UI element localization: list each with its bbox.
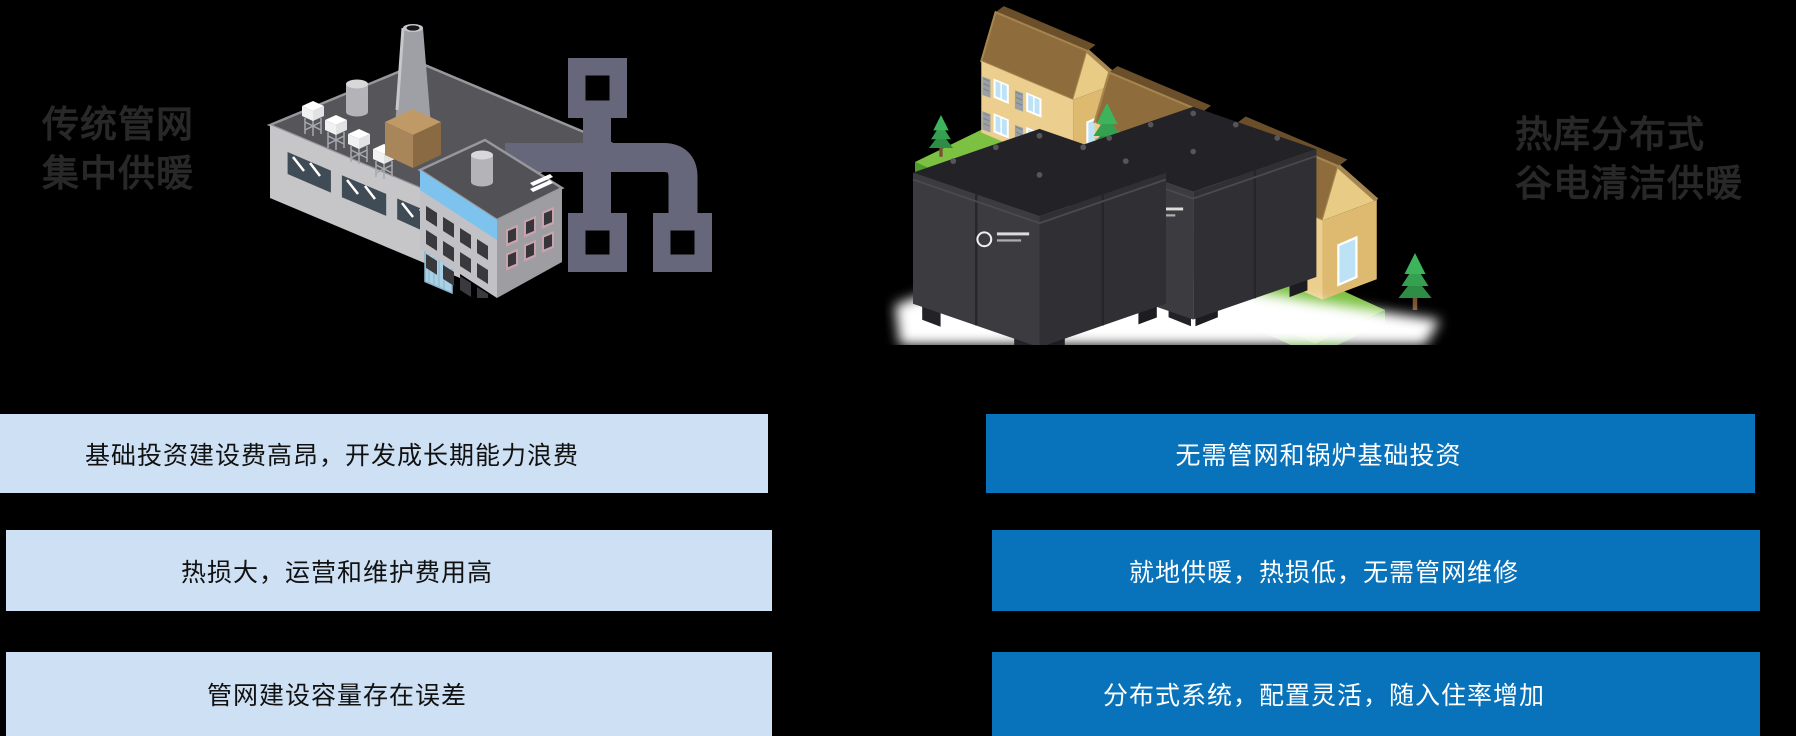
- right-point-box-1: 无需管网和锅炉基础投资: [986, 414, 1755, 493]
- right-title-line-2: 谷电清洁供暖: [1515, 162, 1743, 205]
- factory-illustration: [266, 24, 712, 298]
- chimney: [385, 24, 441, 168]
- right-point-box-3: 分布式系统，配置灵活，随入住率增加: [992, 652, 1760, 736]
- left-point-box-1: 基础投资建设费高昂，开发成长期能力浪费: [0, 414, 768, 493]
- right-point-text-2: 就地供暖，热损低，无需管网维修: [1128, 557, 1519, 587]
- left-point-text-2: 热损大，运营和维护费用高: [180, 557, 493, 587]
- left-point-box-3: 管网建设容量存在误差: [6, 652, 772, 736]
- left-section-title: 传统管网 集中供暖: [42, 100, 194, 198]
- heat-storage-cabinet-front: [911, 127, 1168, 345]
- plant-tall-building: [417, 138, 565, 298]
- right-point-text-1: 无需管网和锅炉基础投资: [1175, 440, 1462, 470]
- left-point-text-3: 管网建设容量存在误差: [206, 681, 467, 710]
- left-point-box-2: 热损大，运营和维护费用高: [6, 530, 772, 611]
- left-title-line-1: 传统管网: [42, 103, 194, 146]
- left-title-line-2: 集中供暖: [42, 152, 194, 195]
- left-point-text-1: 基础投资建设费高昂，开发成长期能力浪费: [84, 440, 579, 470]
- cooling-units: [302, 101, 395, 179]
- tree-icon: [1398, 253, 1432, 310]
- right-title-line-1: 热库分布式: [1515, 113, 1705, 156]
- right-section-title: 热库分布式 谷电清洁供暖: [1515, 110, 1743, 208]
- right-point-box-2: 就地供暖，热损低，无需管网维修: [992, 530, 1760, 611]
- pipe-network-icon: [505, 58, 712, 272]
- right-point-text-3: 分布式系统，配置灵活，随入住率增加: [1102, 681, 1545, 710]
- roof-tank: [346, 79, 368, 117]
- houses-illustration: [895, 0, 1440, 345]
